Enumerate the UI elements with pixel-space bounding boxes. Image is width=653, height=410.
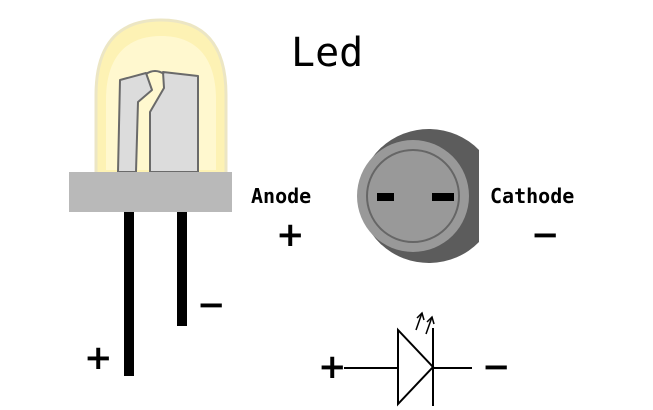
led-body-icon	[69, 18, 232, 376]
short-lead-polarity-sign: −	[197, 285, 226, 325]
led-base	[69, 172, 232, 212]
led-long-lead	[124, 212, 134, 376]
top-view-pad-left	[377, 193, 394, 201]
symbol-arrow-2	[425, 316, 433, 335]
diagram-title: Led	[291, 30, 364, 76]
top-view-pad-right	[432, 193, 454, 201]
cathode-polarity-sign: −	[531, 215, 560, 255]
symbol-arrow-2-head	[426, 315, 435, 325]
led-bond-wire	[145, 70, 165, 75]
top-view-face	[357, 140, 469, 252]
symbol-minus-sign: −	[482, 347, 511, 387]
anode-label: Anode	[251, 184, 312, 208]
long-lead-polarity-sign: +	[84, 338, 113, 378]
symbol-triangle	[397, 327, 435, 407]
cathode-label: Cathode	[490, 184, 575, 208]
top-view-die-outline	[366, 149, 460, 243]
led-short-lead	[177, 212, 187, 326]
led-schematic-symbol-icon	[344, 311, 472, 407]
symbol-arrow-1	[415, 312, 423, 331]
anode-polarity-sign: +	[276, 215, 305, 255]
symbol-arrow-1-head	[416, 311, 425, 321]
symbol-plus-sign: +	[318, 347, 347, 387]
led-top-view-icon	[357, 129, 479, 264]
